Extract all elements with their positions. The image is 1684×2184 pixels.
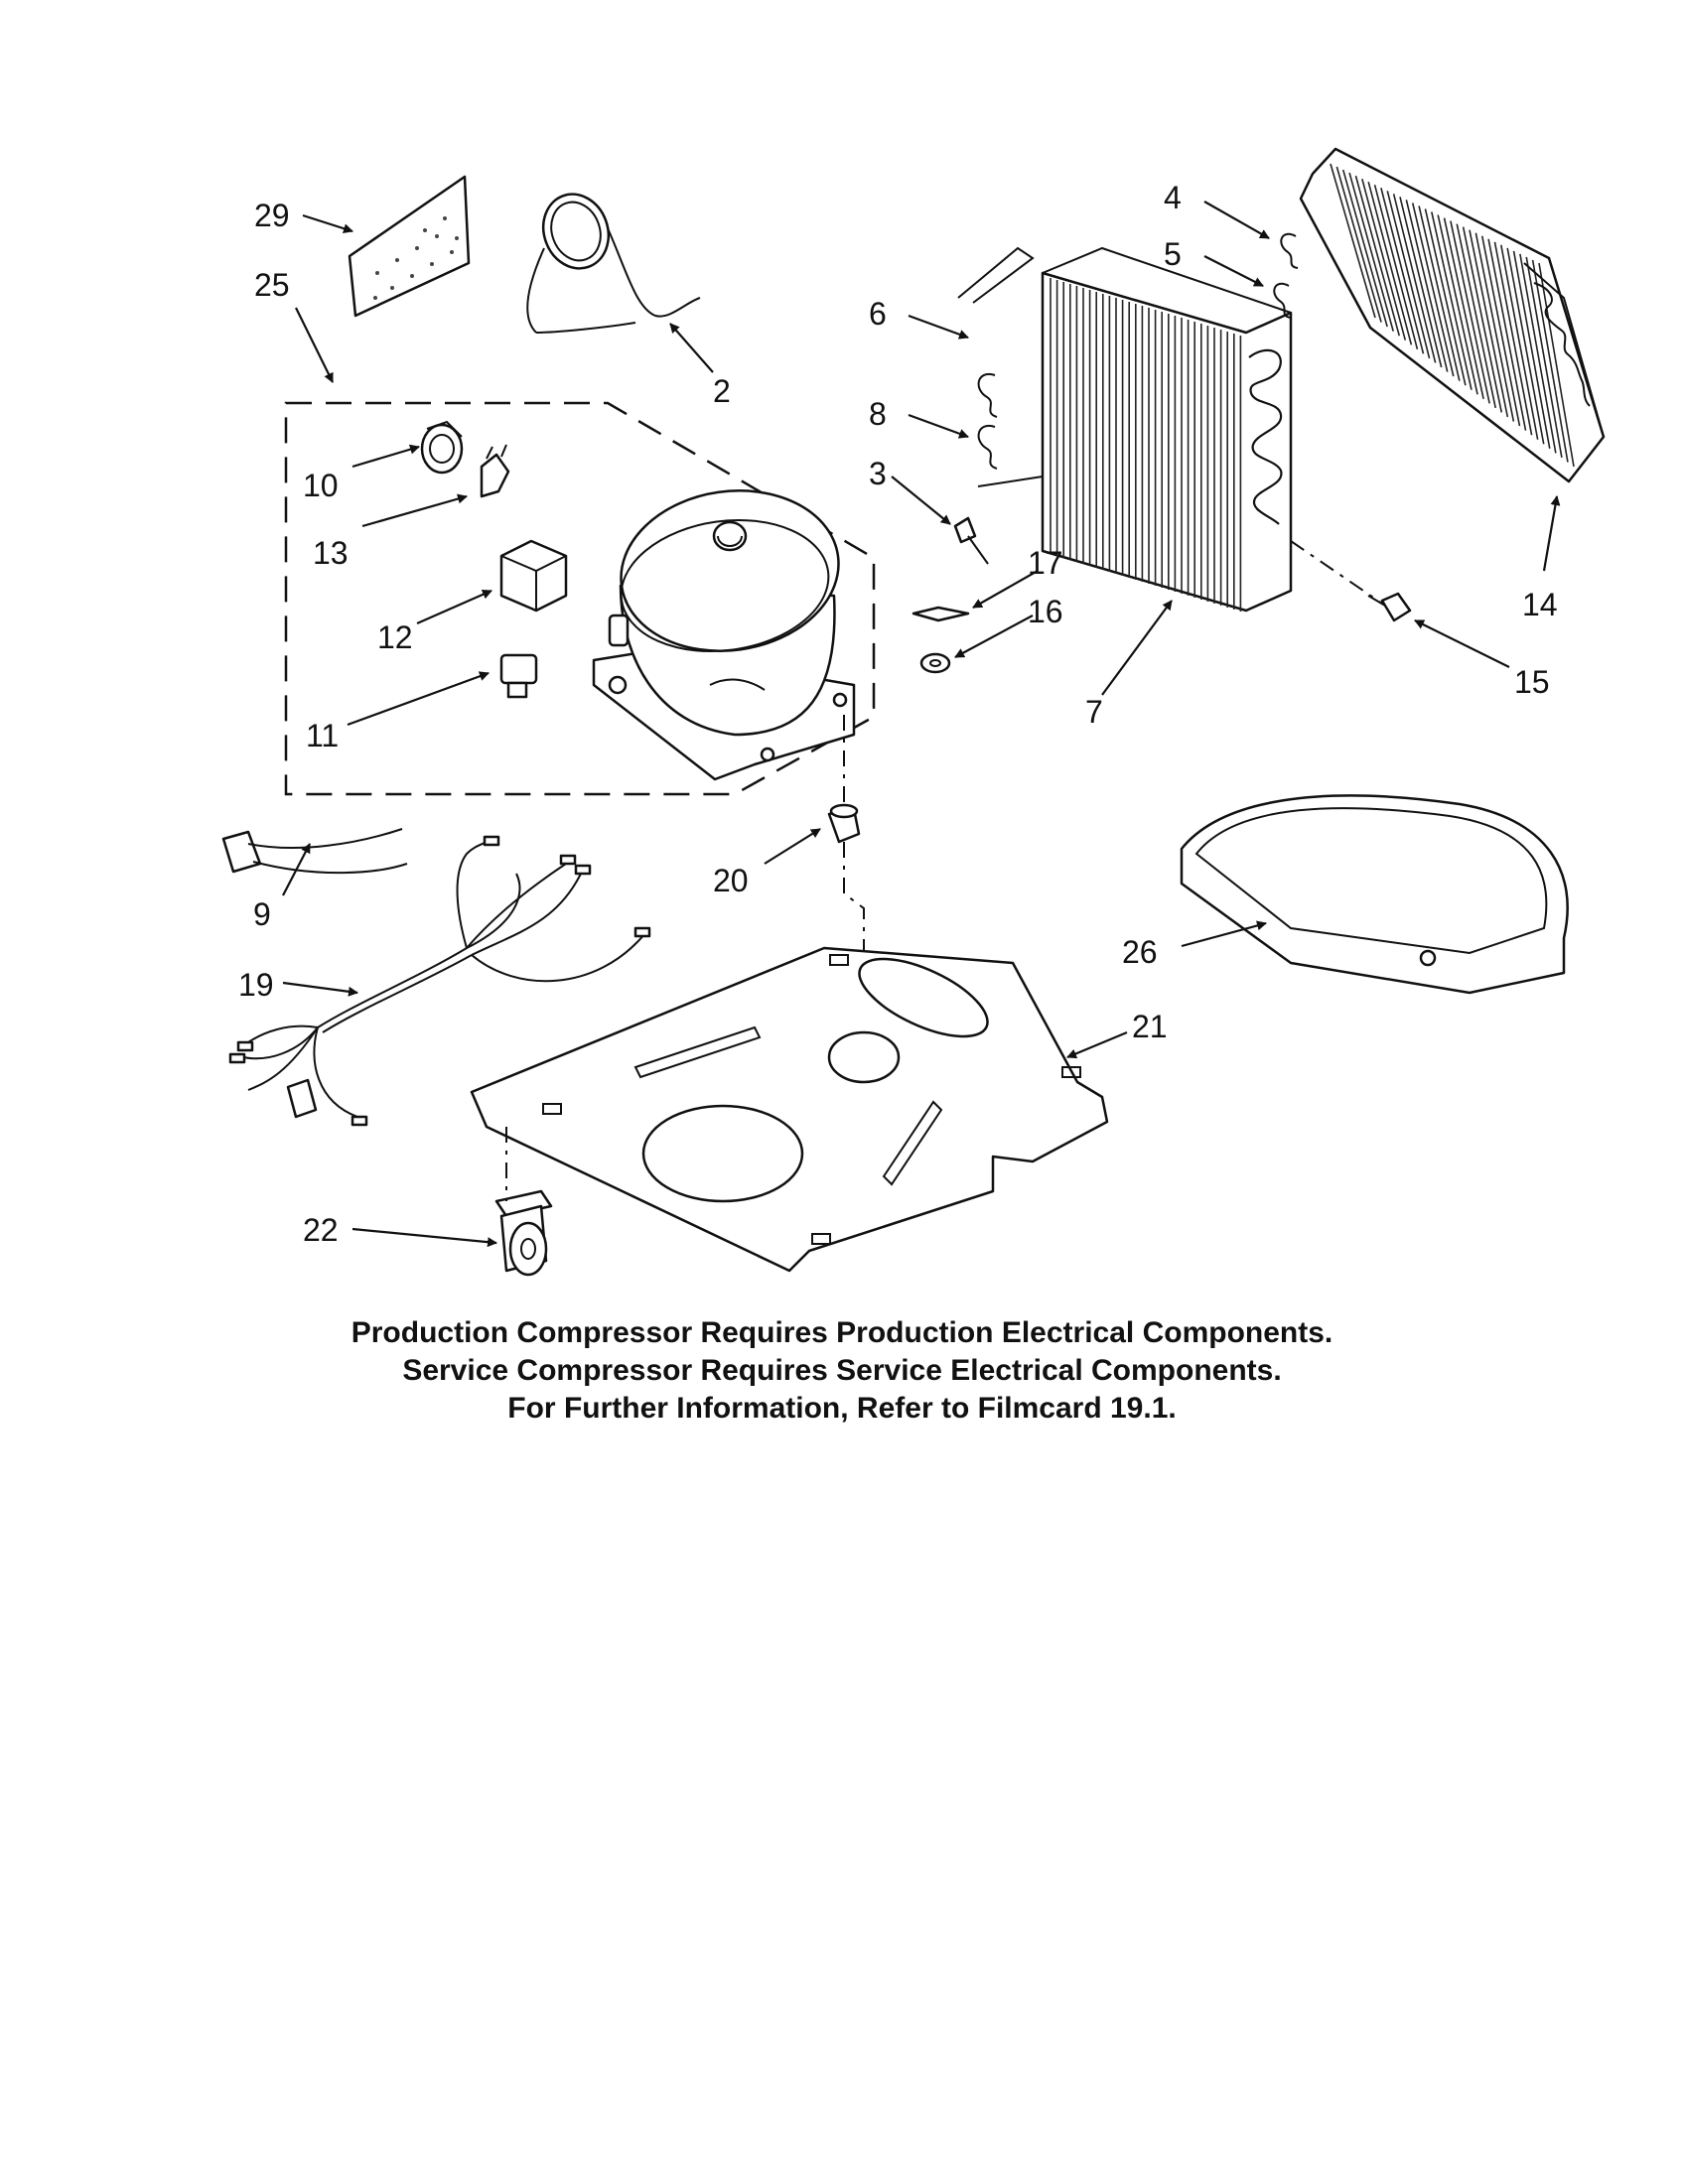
- part-10-overload: [420, 420, 464, 475]
- callout-16: 16: [1028, 594, 1063, 629]
- evaporator-fin: [1418, 205, 1461, 381]
- callout-3: 3: [869, 456, 887, 491]
- callout-4: 4: [1164, 180, 1182, 215]
- callout-6: 6: [869, 296, 887, 332]
- callout-29: 29: [254, 198, 290, 233]
- part-13-clip: [480, 444, 510, 498]
- evaporator-fin: [1506, 247, 1545, 445]
- evaporator-fin: [1424, 208, 1467, 386]
- evaporator-fin: [1487, 238, 1527, 431]
- evaporator-fin: [1405, 200, 1449, 372]
- part-3-pin: [953, 516, 989, 565]
- note-line-1: Production Compressor Requires Productio…: [351, 1316, 1333, 1349]
- evaporator-fin: [1538, 262, 1575, 468]
- callout-20: 20: [713, 863, 749, 898]
- evaporator-fin: [1456, 223, 1496, 409]
- part-9-wire-lead: [221, 828, 408, 875]
- part-20-grommet: [827, 803, 861, 844]
- part-26-drain-pan: [1180, 794, 1569, 995]
- callout-8: 8: [869, 396, 887, 432]
- evaporator-fin: [1373, 185, 1419, 350]
- evaporator-fin: [1348, 172, 1394, 332]
- part-2-tube: [526, 193, 701, 334]
- evaporator-fin: [1437, 214, 1478, 395]
- part-4-clip: [1280, 233, 1299, 269]
- callout-21: 21: [1132, 1009, 1168, 1044]
- compressor: [592, 489, 856, 781]
- callout-10: 10: [303, 468, 339, 503]
- part-21-base-plate: [470, 946, 1109, 1273]
- evaporator-fin: [1361, 178, 1407, 341]
- part-8-clip: [977, 424, 998, 470]
- evaporator-fin: [1431, 211, 1473, 390]
- evaporator-fin: [1450, 220, 1490, 404]
- callout-12: 12: [377, 619, 413, 655]
- callout-15: 15: [1514, 664, 1550, 700]
- callout-9: 9: [253, 896, 271, 932]
- callout-labels: 29 25 2 10 13 12 11 4 5 6 8 3 17 16 7 14…: [238, 180, 1558, 1248]
- evaporator-fin: [1525, 256, 1563, 459]
- evaporator-fin: [1512, 250, 1551, 449]
- callout-14: 14: [1522, 587, 1558, 622]
- callout-13: 13: [313, 535, 349, 571]
- evaporator-fin: [1462, 226, 1503, 413]
- evaporator-fin: [1335, 166, 1382, 323]
- part-12-relay-cover: [499, 539, 568, 613]
- evaporator-fin: [1380, 188, 1425, 354]
- part-19-harness: [228, 835, 651, 1127]
- leader-lines: [282, 201, 1561, 1248]
- evaporator-fin: [1469, 229, 1509, 418]
- evaporator-fin: [1386, 191, 1431, 359]
- callout-5: 5: [1164, 236, 1182, 272]
- callout-22: 22: [303, 1212, 339, 1248]
- part-15-screw: [1367, 592, 1412, 622]
- evaporator-fin: [1330, 163, 1376, 319]
- evaporator-fin: [1531, 259, 1569, 463]
- evaporator-fin: [1443, 217, 1484, 399]
- note-line-3: For Further Information, Refer to Filmca…: [507, 1392, 1177, 1425]
- evaporator-fin: [1411, 203, 1455, 377]
- callout-11: 11: [306, 718, 339, 753]
- evaporator-fin: [1367, 181, 1413, 345]
- evaporator-fin: [1519, 253, 1557, 454]
- part-25-boundary: [284, 401, 876, 796]
- callout-25: 25: [254, 267, 290, 303]
- evaporator-fin: [1354, 175, 1401, 337]
- evaporator-fin: [1500, 244, 1539, 440]
- note-line-2: Service Compressor Requires Service Elec…: [402, 1354, 1282, 1387]
- part-11-relay: [499, 653, 538, 699]
- part-16-washer: [919, 652, 951, 674]
- part-7-condenser: [957, 246, 1293, 613]
- evaporator-fin: [1493, 241, 1533, 436]
- evaporator-fin: [1341, 169, 1388, 328]
- part-6-clip: [977, 372, 998, 418]
- callout-2: 2: [713, 373, 731, 409]
- evaporator-fin: [1480, 235, 1521, 427]
- evaporator-fin: [1474, 232, 1515, 422]
- part-29-pad: [348, 175, 471, 318]
- callout-17: 17: [1028, 545, 1063, 581]
- callout-26: 26: [1122, 934, 1158, 970]
- part-14-evaporator: [1299, 147, 1606, 483]
- callout-7: 7: [1085, 694, 1103, 730]
- callout-19: 19: [238, 967, 274, 1003]
- evaporator-fin: [1399, 197, 1443, 368]
- evaporator-fin: [1392, 194, 1437, 363]
- part-5-clip: [1273, 283, 1292, 319]
- part-22-caster: [494, 1189, 553, 1277]
- part-17-clip: [912, 606, 970, 622]
